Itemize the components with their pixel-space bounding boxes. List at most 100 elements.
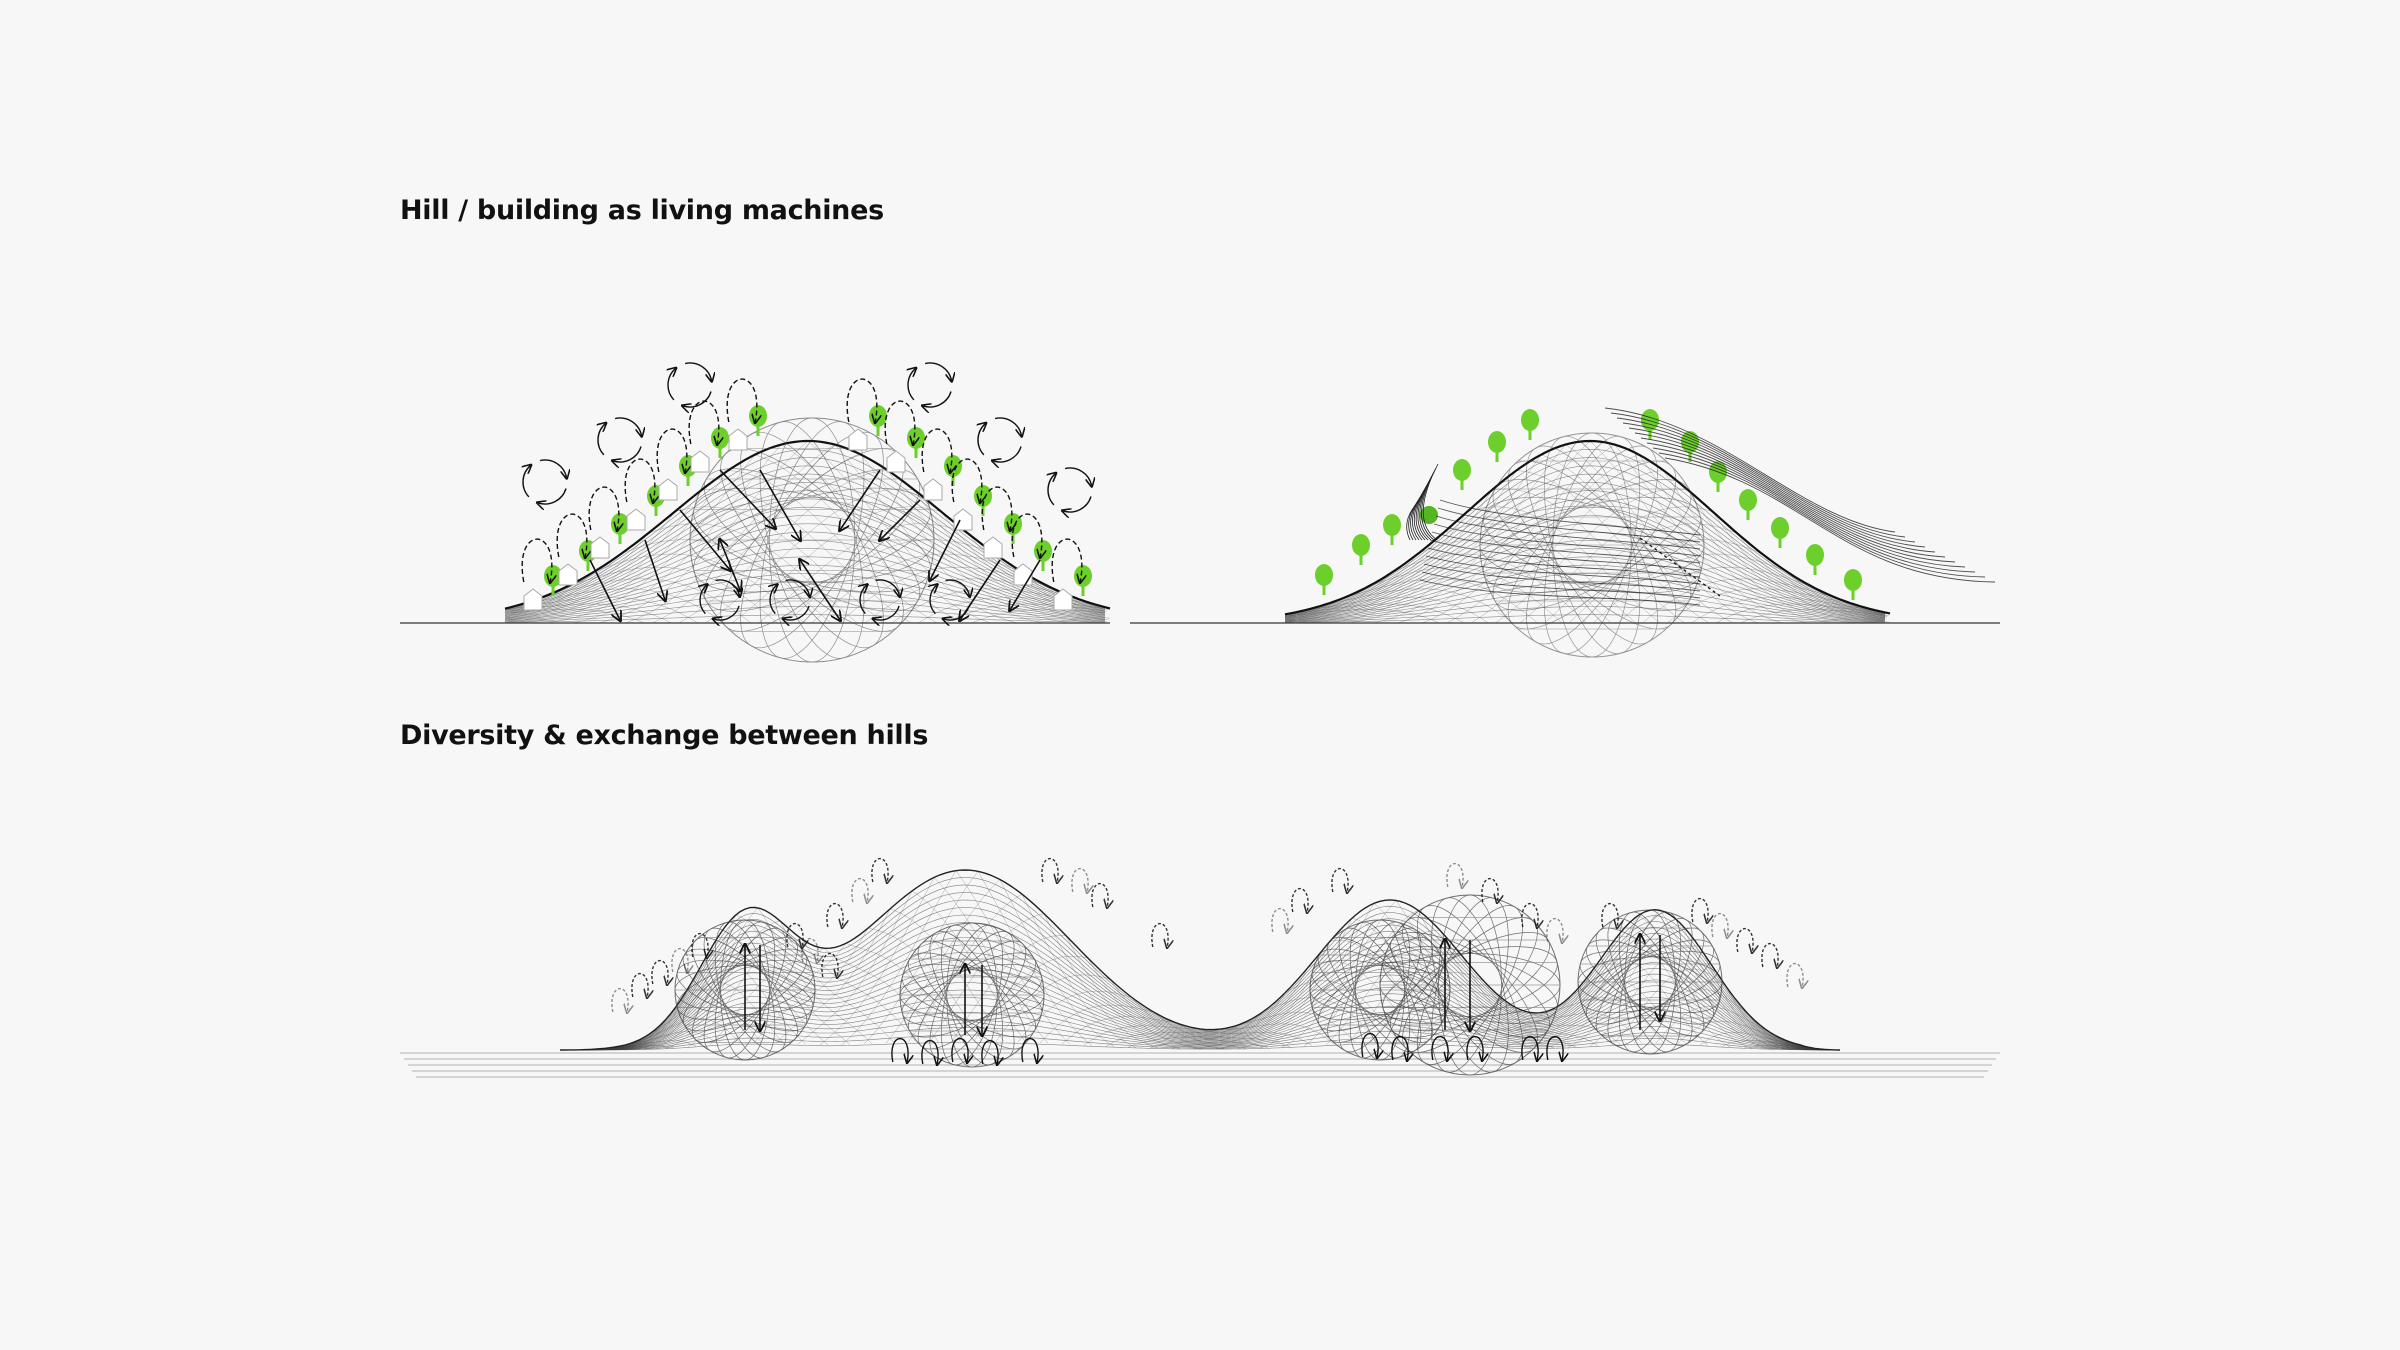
hill-mesh-rib bbox=[1715, 603, 1886, 624]
cycle-arrow-icon bbox=[598, 423, 606, 456]
hill-mesh-rib bbox=[519, 470, 729, 624]
hills-exchange-landscape bbox=[400, 857, 2000, 1078]
landscape-mesh-rib bbox=[1417, 910, 1533, 1049]
hill-mesh-rib bbox=[731, 506, 942, 624]
wind-flow-line bbox=[1640, 437, 1956, 563]
tree-trunk bbox=[1688, 448, 1692, 462]
hill-mesh-line bbox=[504, 457, 1106, 611]
landscape-mesh-rib bbox=[735, 914, 851, 1045]
exchange-loop-arrow bbox=[1446, 862, 1463, 887]
house-icon bbox=[690, 450, 710, 473]
exchange-loop-arrow bbox=[611, 987, 628, 1012]
cycle-arrow-icon bbox=[770, 585, 777, 615]
hill-mesh-rib bbox=[1286, 603, 1465, 624]
hill-mesh-rib bbox=[506, 532, 649, 619]
ventilation-flow-line bbox=[1427, 547, 1701, 578]
exchange-loop-arrow bbox=[1711, 912, 1728, 937]
ventilation-flow-line bbox=[1439, 499, 1701, 536]
landscape-mesh-rib bbox=[1263, 997, 1379, 1043]
hill-mesh-line bbox=[504, 498, 1106, 614]
tree-trunk bbox=[1746, 506, 1750, 520]
exchange-loop-arrow bbox=[624, 458, 655, 502]
tree-icon bbox=[1806, 544, 1824, 566]
landscape-mesh-rib bbox=[1325, 930, 1441, 1045]
hill-mesh-rib bbox=[678, 470, 888, 624]
landscape-mesh-rib bbox=[1083, 1025, 1198, 1046]
hill-mesh-line bbox=[504, 506, 1106, 615]
wind-flow-line bbox=[1658, 452, 1986, 578]
landscape-mesh-line bbox=[560, 884, 1839, 1051]
house-icon bbox=[923, 478, 943, 501]
landscape-mesh-rib bbox=[1413, 1005, 1529, 1044]
tree-trunk bbox=[686, 472, 690, 486]
exchange-loop-arrow bbox=[921, 428, 952, 472]
hill-mesh-rib bbox=[807, 440, 1018, 624]
hill-mesh-line bbox=[1284, 498, 1886, 618]
tree-trunk bbox=[1648, 426, 1652, 440]
hill-mesh-rib bbox=[944, 603, 1104, 624]
landscape-mesh-line bbox=[560, 1012, 1838, 1051]
flow-arrow bbox=[930, 519, 961, 580]
landscape-mesh-rib bbox=[599, 943, 715, 1051]
hill-mesh-rib bbox=[1369, 566, 1563, 624]
landscape-mesh-rib bbox=[1021, 894, 1137, 1048]
exchange-loop-arrow bbox=[651, 959, 668, 984]
cycle-arrow-icon bbox=[523, 465, 531, 498]
hill-mesh-line bbox=[1284, 548, 1886, 620]
tree-icon bbox=[1383, 514, 1401, 536]
tree-icon bbox=[1034, 540, 1052, 562]
hill-mesh-line bbox=[1284, 597, 1886, 623]
ventilation-flow-line bbox=[1419, 579, 1701, 606]
flow-arrow bbox=[840, 469, 881, 530]
cycle-arrow-icon bbox=[908, 368, 916, 401]
tree-trunk bbox=[586, 557, 590, 571]
hill-mesh-line bbox=[504, 465, 1106, 611]
house-icon bbox=[728, 428, 748, 451]
landscape-mesh-rib bbox=[753, 928, 869, 1044]
landscape-mesh-line bbox=[560, 899, 1839, 1051]
hill-mesh-rib bbox=[1491, 488, 1685, 624]
hill-mesh-rib bbox=[1442, 523, 1636, 624]
cycle-arrow-icon bbox=[784, 605, 810, 620]
hill-mesh-rib bbox=[598, 440, 809, 624]
hill-mesh-rib bbox=[971, 609, 1106, 624]
dome-sphere bbox=[689, 417, 935, 663]
landscape-mesh-rib bbox=[977, 871, 1093, 1046]
cycle-arrow-icon bbox=[874, 605, 900, 620]
landscape-mesh-rib bbox=[1347, 951, 1463, 1044]
hill-mesh-line bbox=[1284, 482, 1886, 617]
landscape-mesh-rib bbox=[1395, 900, 1511, 1048]
landscape-mesh-rib bbox=[1457, 994, 1573, 1046]
exchange-loop-arrow bbox=[1051, 538, 1082, 582]
hill-mesh-line bbox=[1284, 581, 1886, 622]
exchange-loop-arrow bbox=[521, 538, 552, 582]
house-icon bbox=[1053, 588, 1073, 611]
exchange-loop-arrow bbox=[656, 428, 687, 472]
hill-mesh-rib bbox=[1285, 609, 1440, 624]
tree-trunk bbox=[1716, 478, 1720, 492]
hill-mesh-line bbox=[1284, 531, 1886, 619]
hill-mesh-line bbox=[504, 473, 1106, 612]
landscape-mesh-rib bbox=[1435, 1010, 1551, 1044]
cycle-arrow-icon bbox=[945, 579, 970, 596]
landscape-mesh-rib bbox=[1633, 988, 1749, 1044]
ventilation-flow-line bbox=[1437, 507, 1701, 543]
tree-icon bbox=[1420, 506, 1438, 524]
landscape-mesh-line bbox=[560, 997, 1839, 1051]
hill-outline bbox=[504, 439, 1111, 610]
hill-mesh-rib bbox=[1344, 578, 1538, 624]
hill-outline bbox=[1284, 439, 1891, 616]
tree-icon bbox=[711, 427, 729, 449]
exchange-loop-arrow bbox=[1271, 907, 1288, 932]
dome-sphere bbox=[899, 922, 1045, 1068]
tree-trunk bbox=[981, 502, 985, 516]
landscape-mesh-line bbox=[560, 1019, 1838, 1051]
right-hill-wind-flow bbox=[1130, 407, 2000, 658]
hill-mesh-rib bbox=[1047, 585, 1106, 613]
cycle-arrow-icon bbox=[614, 417, 641, 436]
exchange-loop-arrow bbox=[1546, 917, 1563, 942]
exchange-loop-arrow bbox=[1071, 867, 1088, 892]
sphere-outline bbox=[1577, 909, 1723, 1055]
exchange-loop-arrow bbox=[1481, 877, 1498, 902]
